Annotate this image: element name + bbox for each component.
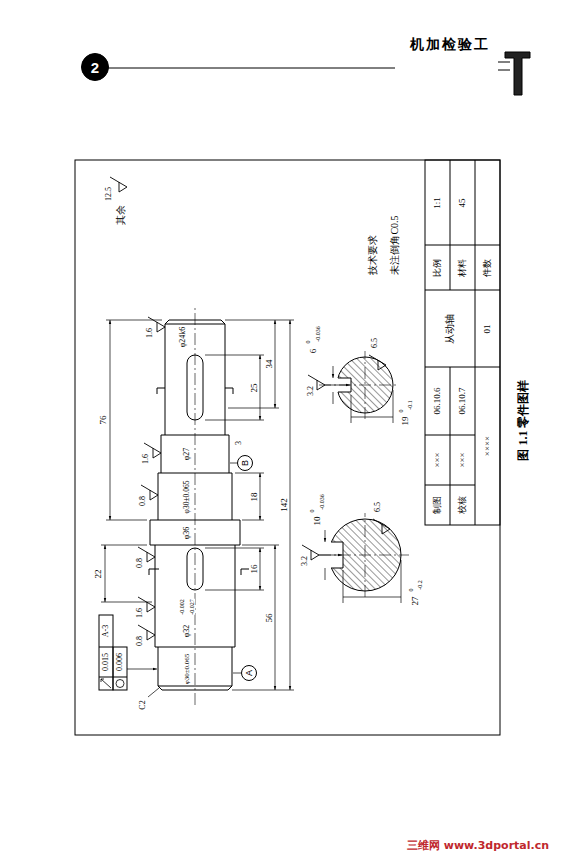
section-view xyxy=(319,351,409,603)
drawing-label: 25 xyxy=(250,384,259,393)
drawing-label: 6.5 xyxy=(374,502,382,512)
drawing-label: A-3 xyxy=(102,625,110,637)
drawing-label: -0.036 xyxy=(315,326,321,342)
drawing-label: 3.2 xyxy=(301,556,309,566)
node-text: B xyxy=(241,460,250,466)
drawing-label: φ36 xyxy=(183,527,191,540)
drawing-label: 三维网 www.3dportal.cn xyxy=(407,840,549,851)
drawing-label: 件数 xyxy=(483,259,492,277)
drawing-label: 06.10.7 xyxy=(458,388,467,415)
drawing-label: φ30±0.065 xyxy=(183,481,191,514)
drawing-label: 制图 xyxy=(433,496,442,514)
drawing-label: 0 xyxy=(398,410,404,413)
dimension-lines xyxy=(105,320,290,690)
header-rule xyxy=(108,68,395,69)
figure-caption: 图 1.1 零件图样 xyxy=(517,380,529,461)
drawing-label: 34 xyxy=(265,360,274,369)
drawing-label: 6.5 xyxy=(371,338,379,348)
drawing-label: 校核 xyxy=(458,496,467,514)
drawing-label: 未注倒角C0.5 xyxy=(390,215,400,274)
drawing-label: 0 xyxy=(309,510,315,513)
drawing-label: 材料 xyxy=(458,259,467,277)
leader-line xyxy=(230,463,241,673)
extension-lines xyxy=(101,320,294,690)
drawing-label: 0.015 xyxy=(102,653,110,671)
drawing-label: 12.5 xyxy=(105,187,113,201)
drawing-label: φ30±0.065 xyxy=(184,654,191,685)
leader-line xyxy=(148,688,159,697)
title-block xyxy=(425,160,500,525)
drawing-label: 从动轴 xyxy=(445,314,455,344)
drawing-label: 3 xyxy=(235,441,243,445)
node-text: 2 xyxy=(91,60,99,75)
shaft xyxy=(149,307,249,705)
drawing-label: 10 xyxy=(313,517,322,526)
drawing-frame xyxy=(75,160,500,735)
drawing-label: ××× xyxy=(458,452,467,467)
drawing-label: φ24k6 xyxy=(179,327,187,348)
drawing-label: 22 xyxy=(94,570,103,579)
drawing-label: 76 xyxy=(99,416,108,425)
leader-line xyxy=(127,669,157,670)
drawing-label: 16 xyxy=(250,565,259,574)
drawing-label: 1.6 xyxy=(136,608,144,618)
drawing-label: 06.10.6 xyxy=(433,388,442,415)
drawing-label: 技术要求 xyxy=(368,235,378,275)
drawing-label: 0 xyxy=(408,589,414,592)
datum-circle: B xyxy=(237,455,253,471)
part-drawing xyxy=(75,160,500,735)
drawing-label: 其余 xyxy=(116,205,126,225)
drawing-label: 142 xyxy=(280,498,289,512)
drawing-label: 0.8 xyxy=(136,636,144,646)
drawing-label: 56 xyxy=(265,614,274,623)
drawing-label: 6 xyxy=(309,349,318,354)
drawing-label: C2 xyxy=(139,700,147,709)
drawing-label: 机加检验工 xyxy=(410,38,490,52)
drawing-label: 01 xyxy=(483,325,492,334)
drawing-label: -0.2 xyxy=(417,580,423,590)
drawing-label: 0 xyxy=(305,341,311,344)
drawing-label: 1.6 xyxy=(146,328,154,338)
node-text: A xyxy=(245,670,254,676)
drawing-label: 1.6 xyxy=(142,454,150,464)
drawing-label: -0.002 xyxy=(179,599,185,615)
drawing-label: 18 xyxy=(250,493,259,502)
drawing-label: -0.1 xyxy=(407,400,413,410)
drawing-label: 19 xyxy=(401,417,410,426)
drawing-label: 比例 xyxy=(433,259,442,277)
drawing-label: φ32 xyxy=(183,625,191,638)
tool-icon xyxy=(498,52,530,95)
drawing-label: -0.027 xyxy=(189,599,195,615)
drawing-label: 45 xyxy=(458,199,467,208)
drawing-label: ×××× xyxy=(483,436,492,456)
page-number-circle: 2 xyxy=(81,53,109,81)
datum-circle: A xyxy=(241,665,257,681)
drawing-label: -0.036 xyxy=(319,494,325,510)
drawing-label: φ27 xyxy=(183,448,191,461)
drawing-label: 27 xyxy=(411,597,420,606)
drawing-label: 0.006 xyxy=(116,653,124,671)
drawing-label: 1:1 xyxy=(433,197,442,209)
tolerance-frame xyxy=(99,615,127,690)
drawing-label: ××× xyxy=(433,452,442,467)
drawing-label: 0.8 xyxy=(139,496,147,506)
drawing-label: 3.2 xyxy=(307,386,315,396)
drawing-label: 0.8 xyxy=(136,558,144,568)
